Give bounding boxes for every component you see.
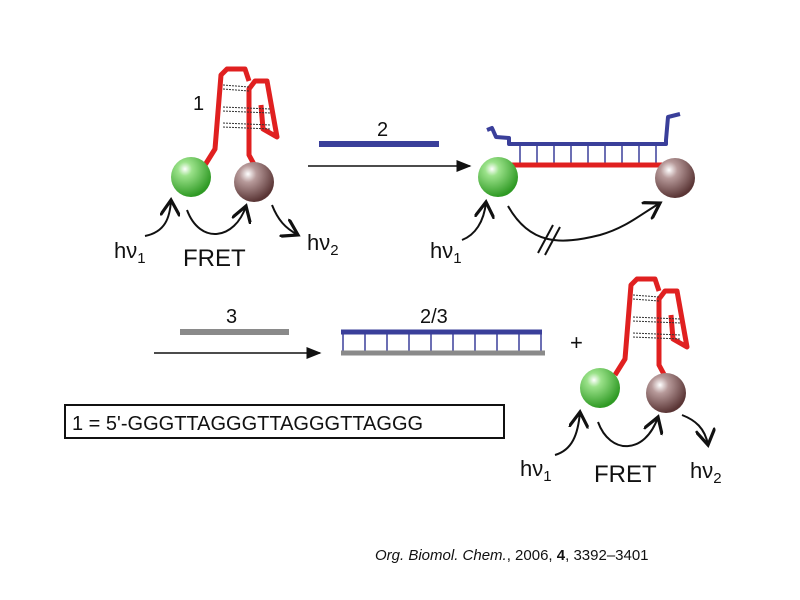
acceptor-fluorophore <box>234 162 274 202</box>
acceptor-fluorophore <box>646 373 686 413</box>
hairpin-probe-1-released <box>580 279 687 413</box>
excitation-arrow <box>144 200 171 237</box>
blocked-mark <box>537 224 561 256</box>
citation: Org. Biomol. Chem., 2006, 4, 3392–3401 <box>375 547 649 564</box>
emission-arrow <box>271 204 298 235</box>
sequence-text: 1 = 5'-GGGTTAGGGTTAGGGTTAGGG <box>72 413 423 435</box>
hv2-label: hν2 <box>690 458 722 487</box>
fret-arrow <box>597 417 658 448</box>
label-3: 3 <box>226 306 237 328</box>
label-1: 1 <box>193 93 204 115</box>
hairpin-probe-1 <box>171 69 277 202</box>
label-2-3: 2/3 <box>420 306 448 328</box>
blocked-fret-arrow <box>507 203 660 242</box>
emission-arrow <box>681 414 708 445</box>
excitation-arrow <box>554 412 580 456</box>
sequence-box <box>64 404 505 439</box>
acceptor-fluorophore <box>655 158 695 198</box>
hv1-label: hν1 <box>430 238 462 267</box>
duplex-2-3 <box>341 329 545 356</box>
citation-journal: Org. Biomol. Chem. <box>375 547 507 564</box>
fret-label: FRET <box>594 461 657 488</box>
label-2: 2 <box>377 119 388 141</box>
citation-pages: , 3392–3401 <box>565 547 649 564</box>
fret-label: FRET <box>183 245 246 272</box>
donor-fluorophore <box>478 157 518 197</box>
plus-sign: + <box>570 330 583 355</box>
duplex-1-2 <box>478 112 695 198</box>
hv2-label: hν2 <box>307 230 339 259</box>
donor-fluorophore <box>580 368 620 408</box>
hv1-label: hν1 <box>520 456 552 485</box>
fret-arrow <box>186 206 246 235</box>
citation-volume: 4 <box>556 547 566 564</box>
citation-year: , 2006, <box>506 547 557 564</box>
excitation-arrow <box>461 202 486 241</box>
hv1-label: hν1 <box>114 238 146 267</box>
donor-fluorophore <box>171 157 211 197</box>
